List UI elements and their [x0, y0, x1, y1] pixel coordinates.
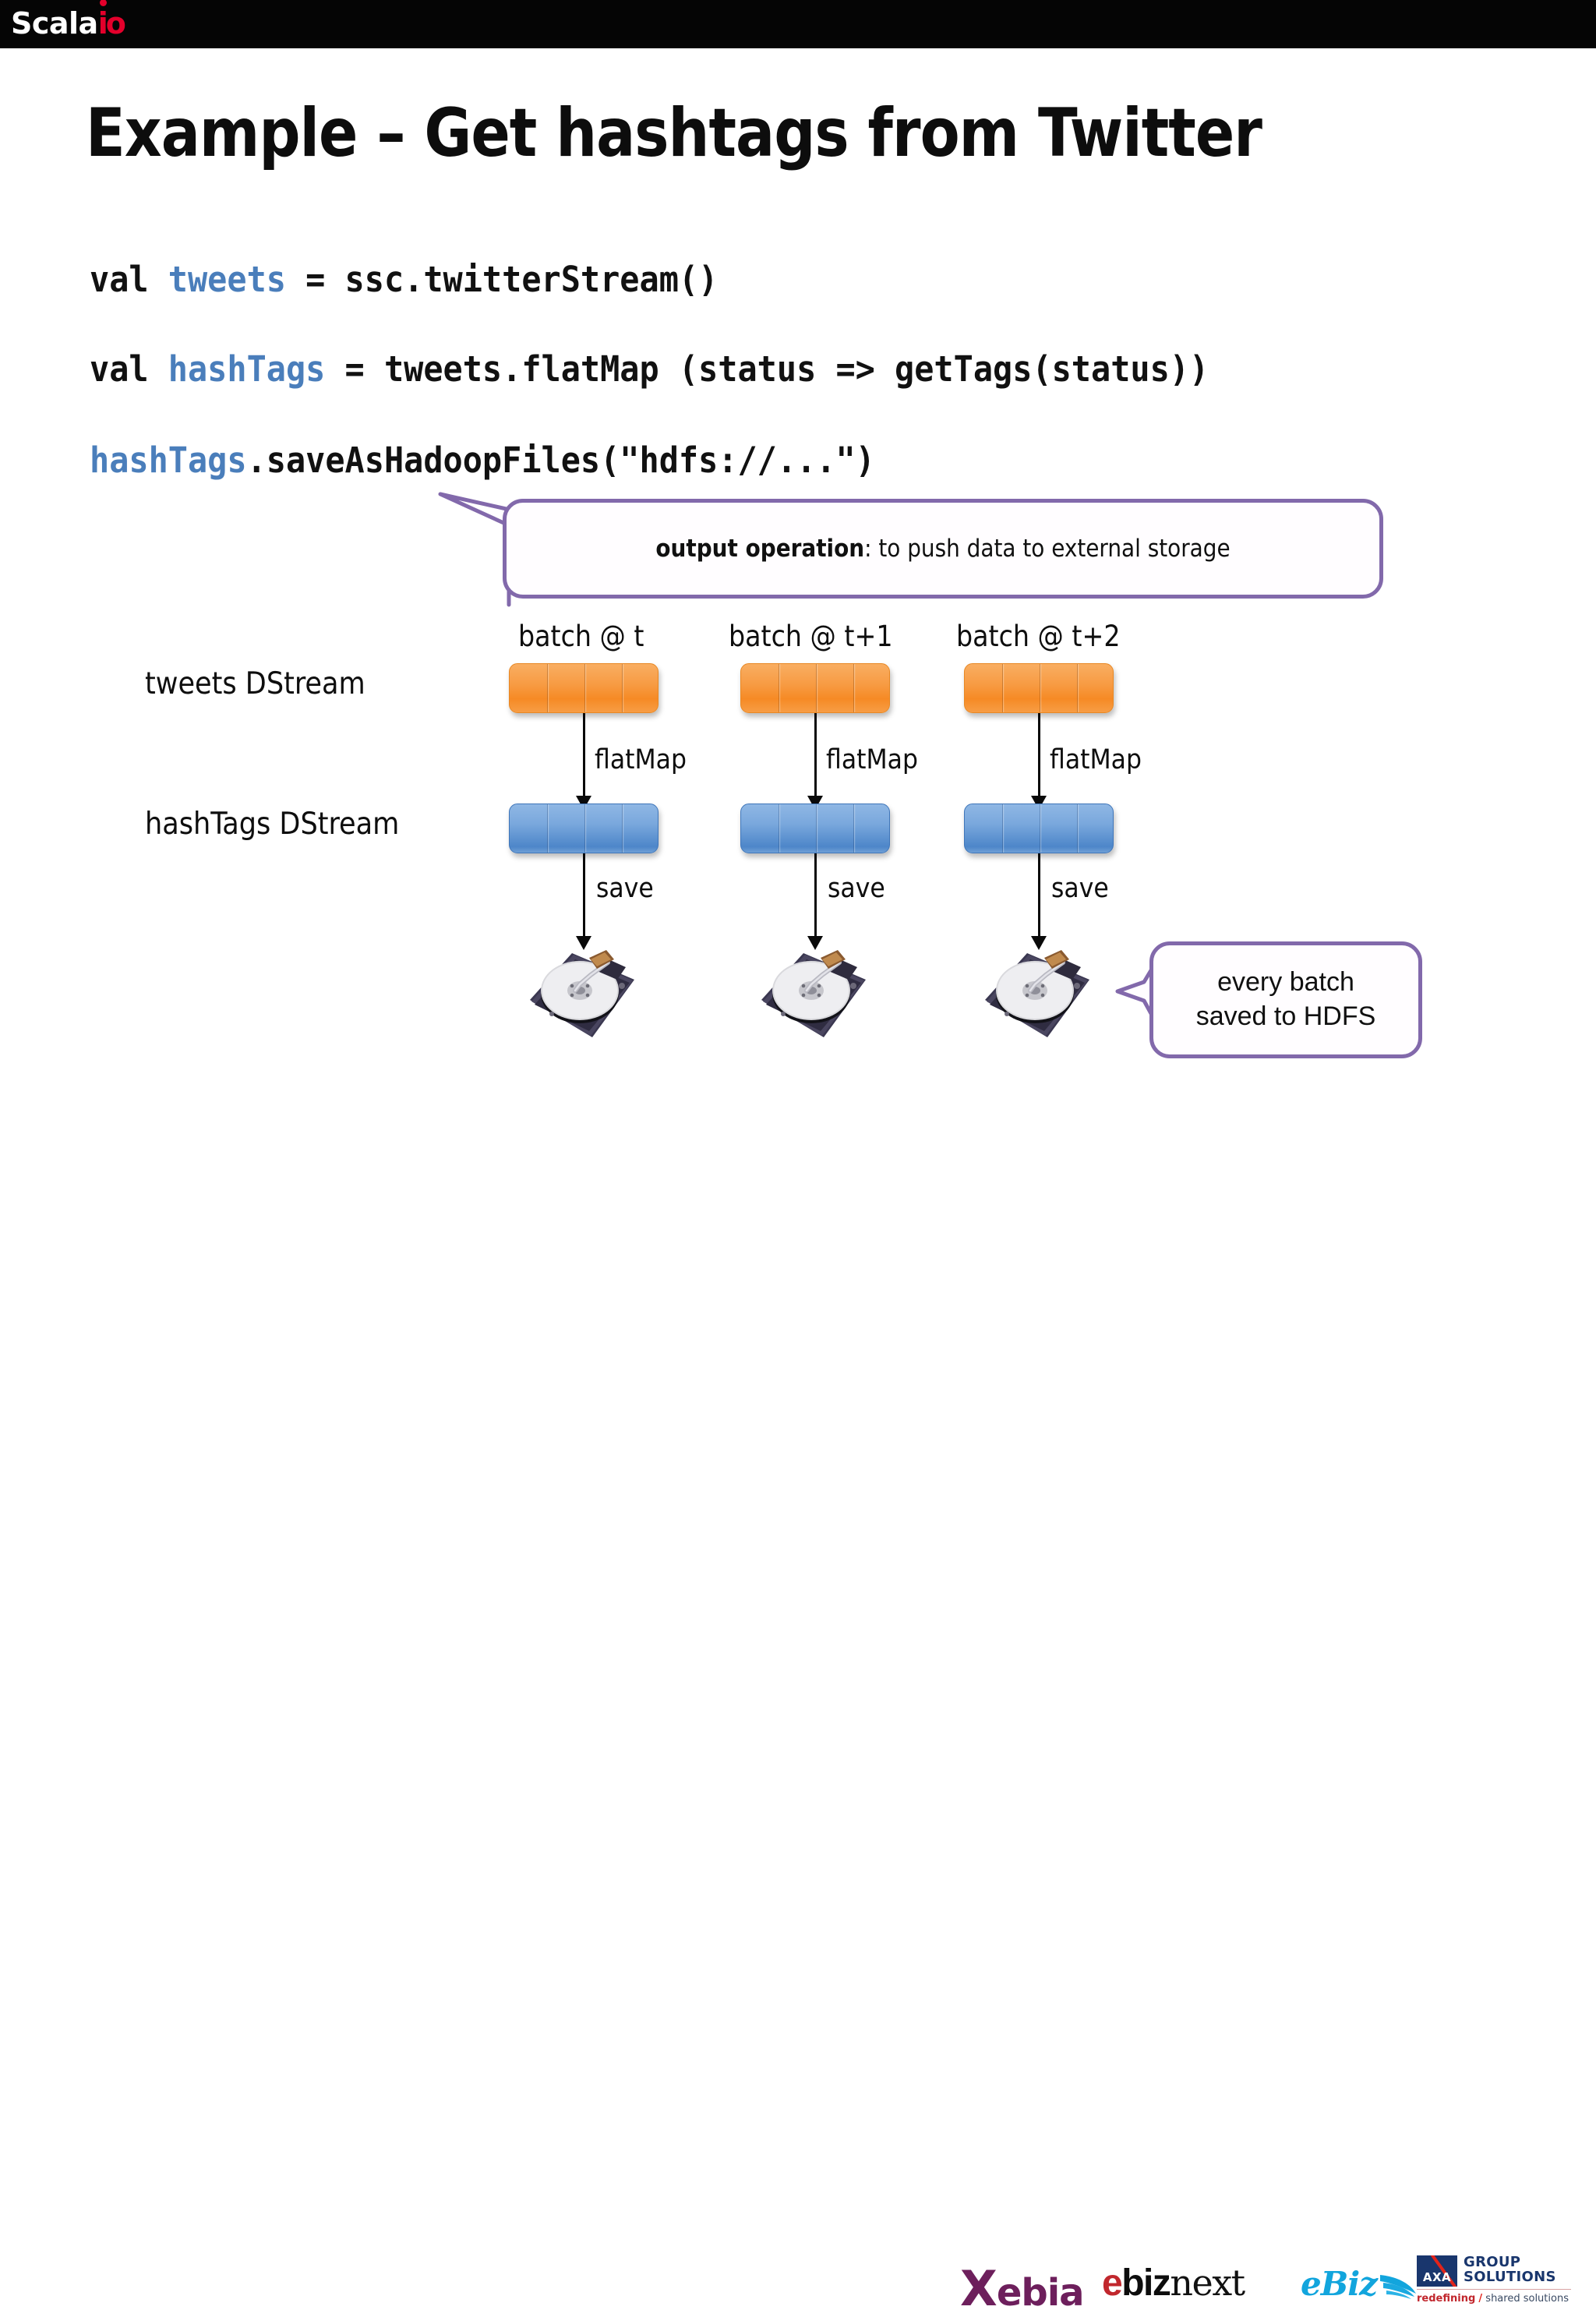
tweets-batch-block-1 — [509, 663, 659, 713]
code2-rest: = tweets.flatMap (status => getTags(stat… — [325, 348, 1209, 390]
page-title: Example – Get hashtags from Twitter — [86, 94, 1262, 172]
output-operation-bold: output operation — [655, 535, 865, 563]
sponsor-logo-ebiz: eBiz — [1301, 2265, 1419, 2303]
axa-tag-slash: / — [1478, 2293, 1483, 2305]
row-label-tweets-dstream: tweets DStream — [145, 666, 365, 701]
axa-tag-grey: shared solutions — [1485, 2293, 1569, 2305]
hard-disk-icon-3 — [985, 950, 1089, 1037]
code1-variable: tweets — [168, 259, 286, 300]
output-operation-text: output operation: to push data to extern… — [655, 535, 1230, 563]
code2-keyword: val — [90, 348, 149, 390]
ebiz-text: eBiz — [1301, 2265, 1378, 2303]
hashtags-batch-block-2 — [740, 804, 890, 853]
flatmap-arrow-1 — [576, 713, 591, 810]
axa-line1: GROUP — [1464, 2254, 1521, 2270]
flatmap-label-1: flatMap — [595, 744, 687, 775]
ebiznext-next: next — [1170, 2262, 1245, 2304]
logo-main-text: Scala — [11, 6, 98, 41]
hard-disk-icon-1 — [530, 950, 634, 1037]
ebiznext-biz: biz — [1121, 2262, 1171, 2304]
ebiznext-e: e — [1102, 2262, 1123, 2304]
hdfs-callout-line2: saved to HDFS — [1195, 1001, 1376, 1031]
hard-disk-icon-2 — [761, 950, 866, 1037]
xebia-x: X — [960, 2260, 998, 2317]
axa-badge-text: AXA — [1422, 2270, 1452, 2284]
sponsor-logo-xebia: Xebia — [960, 2260, 1085, 2317]
save-label-3: save — [1051, 873, 1109, 904]
save-label-2: save — [828, 873, 885, 904]
hashtags-batch-block-1 — [509, 804, 659, 853]
batch-label-t: batch @ t — [518, 620, 644, 653]
flatmap-arrow-3 — [1031, 713, 1047, 810]
save-arrow-2 — [807, 853, 823, 950]
axa-wordmark: GROUP SOLUTIONS — [1464, 2255, 1556, 2284]
flatmap-label-2: flatMap — [826, 744, 918, 775]
axa-tag-red: redefining — [1417, 2293, 1476, 2305]
logo-accent-text: io — [98, 0, 126, 41]
hdfs-callout: every batch saved to HDFS — [1149, 941, 1422, 1058]
sponsor-logo-ebiznext: ebiznext — [1102, 2262, 1245, 2305]
save-arrow-3 — [1031, 853, 1047, 950]
batch-label-t2: batch @ t+2 — [956, 620, 1121, 653]
code-line-1: val tweets = ssc.twitterStream() — [90, 260, 718, 300]
code1-keyword: val — [90, 259, 149, 300]
code2-variable: hashTags — [168, 348, 326, 390]
axa-line2: SOLUTIONS — [1464, 2269, 1556, 2285]
flatmap-arrow-2 — [807, 713, 823, 810]
flatmap-label-3: flatMap — [1050, 744, 1142, 775]
output-operation-rest: : to push data to external storage — [864, 535, 1231, 563]
code-line-2: val hashTags = tweets.flatMap (status =>… — [90, 349, 1209, 390]
code3-rest: .saveAsHadoopFiles("hdfs://...") — [246, 440, 875, 481]
code-line-3: hashTags.saveAsHadoopFiles("hdfs://...") — [90, 440, 875, 481]
batch-label-t1: batch @ t+1 — [729, 620, 893, 653]
code3-variable: hashTags — [90, 440, 247, 481]
axa-tagline: redefining / shared solutions — [1417, 2293, 1569, 2305]
sponsor-footer: Xebia ebiznext eBiz AXA GROUP SOLUTIONS … — [0, 1122, 1596, 2317]
save-arrow-1 — [576, 853, 591, 950]
xebia-rest: ebia — [996, 2271, 1085, 2315]
logo-dot-icon — [99, 0, 107, 6]
output-operation-callout: output operation: to push data to extern… — [503, 499, 1383, 599]
hashtags-batch-block-3 — [964, 804, 1114, 853]
code1-rest: = ssc.twitterStream() — [285, 259, 719, 300]
axa-badge-icon: AXA — [1417, 2255, 1457, 2287]
save-label-1: save — [596, 873, 654, 904]
tweets-batch-block-3 — [964, 663, 1114, 713]
hdfs-callout-line1: every batch — [1217, 967, 1354, 998]
row-label-hashtags-dstream: hashTags DStream — [145, 807, 400, 842]
tweets-batch-block-2 — [740, 663, 890, 713]
ebiz-swoosh-icon — [1379, 2265, 1419, 2303]
axa-divider — [1417, 2289, 1571, 2290]
